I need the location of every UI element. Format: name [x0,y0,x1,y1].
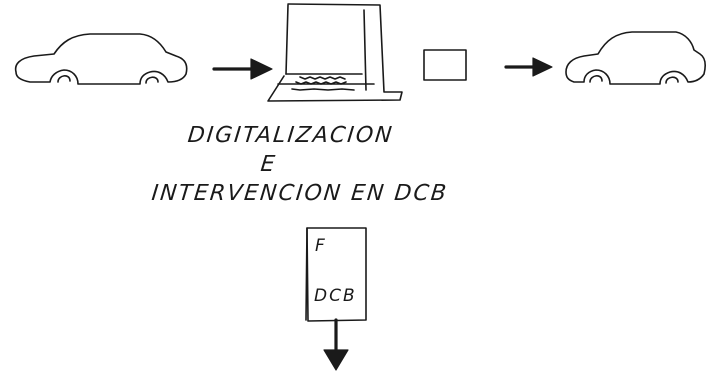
caption-line-2: E [259,152,278,177]
caption-line-3: INTERVENCION EN DCB [150,181,449,206]
down-arrow [323,318,349,371]
computer-icon [267,3,403,102]
box-top-label: F [315,236,327,256]
filter-dcb-box: F DCB [305,227,367,322]
box-bottom-label: DCB [314,286,357,306]
result-car-icon [565,31,706,85]
source-car-icon [14,33,188,85]
storage-box [423,49,467,81]
output-arrow [504,57,553,77]
caption-line-1: DIGITALIZACION [186,123,394,148]
caption: DIGITALIZACION E INTERVENCION EN DCB [150,123,449,206]
input-arrow [212,58,273,80]
